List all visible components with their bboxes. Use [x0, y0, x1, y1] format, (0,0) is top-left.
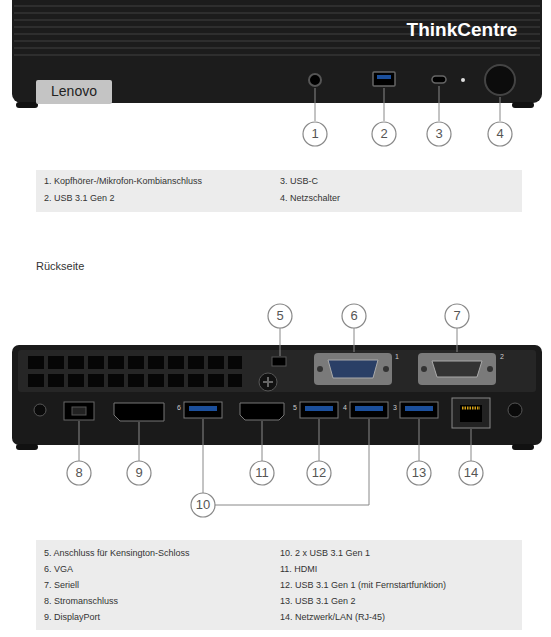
callout-number: 2 [380, 127, 387, 141]
callout-number: 6 [350, 309, 357, 323]
callout-number: 11 [255, 466, 269, 480]
callout-number: 12 [312, 466, 326, 480]
port-marker: 2 [500, 353, 504, 361]
table-cell: 5. Anschluss für Kensington-Schloss [44, 549, 190, 559]
callout-number: 1 [311, 127, 318, 141]
table-cell: 8. Stromanschluss [44, 597, 118, 607]
table-cell: 13. USB 3.1 Gen 2 [280, 597, 356, 607]
callout-number: 14 [464, 466, 478, 480]
callout-number: 8 [75, 466, 82, 480]
table-cell: 7. Seriell [44, 581, 79, 591]
table-cell: 10. 2 x USB 3.1 Gen 1 [280, 549, 370, 559]
table-cell: 4. Netzschalter [280, 194, 340, 204]
port-marker: 5 [293, 404, 297, 412]
port-marker: 6 [177, 404, 181, 412]
table-cell: 11. HDMI [280, 565, 317, 575]
callout-number: 7 [453, 309, 460, 323]
table-cell: 12. USB 3.1 Gen 1 (mit Fernstartfunktion… [280, 581, 446, 591]
table-cell: 6. VGA [44, 565, 73, 575]
brand-name: ThinkCentre [407, 20, 518, 41]
port-marker: 4 [343, 404, 347, 412]
callout-number: 10 [196, 498, 210, 512]
table-cell: 1. Kopfhörer-/Mikrofon-Kombianschluss [44, 177, 202, 187]
port-marker: 3 [393, 404, 397, 412]
table-cell: 3. USB-C [280, 177, 318, 187]
callout-number: 4 [496, 127, 503, 141]
table-cell: 2. USB 3.1 Gen 2 [44, 194, 115, 204]
callout-number: 3 [435, 127, 442, 141]
brand-logo: Lenovo [51, 84, 97, 99]
table-cell: 9. DisplayPort [44, 613, 100, 623]
port-marker: 1 [395, 353, 399, 361]
table-cell: 14. Netzwerk/LAN (RJ-45) [280, 613, 385, 623]
callout-number: 9 [135, 466, 142, 480]
callout-number: 13 [412, 466, 426, 480]
section-heading: Rückseite [36, 260, 84, 272]
callout-number: 5 [276, 309, 283, 323]
